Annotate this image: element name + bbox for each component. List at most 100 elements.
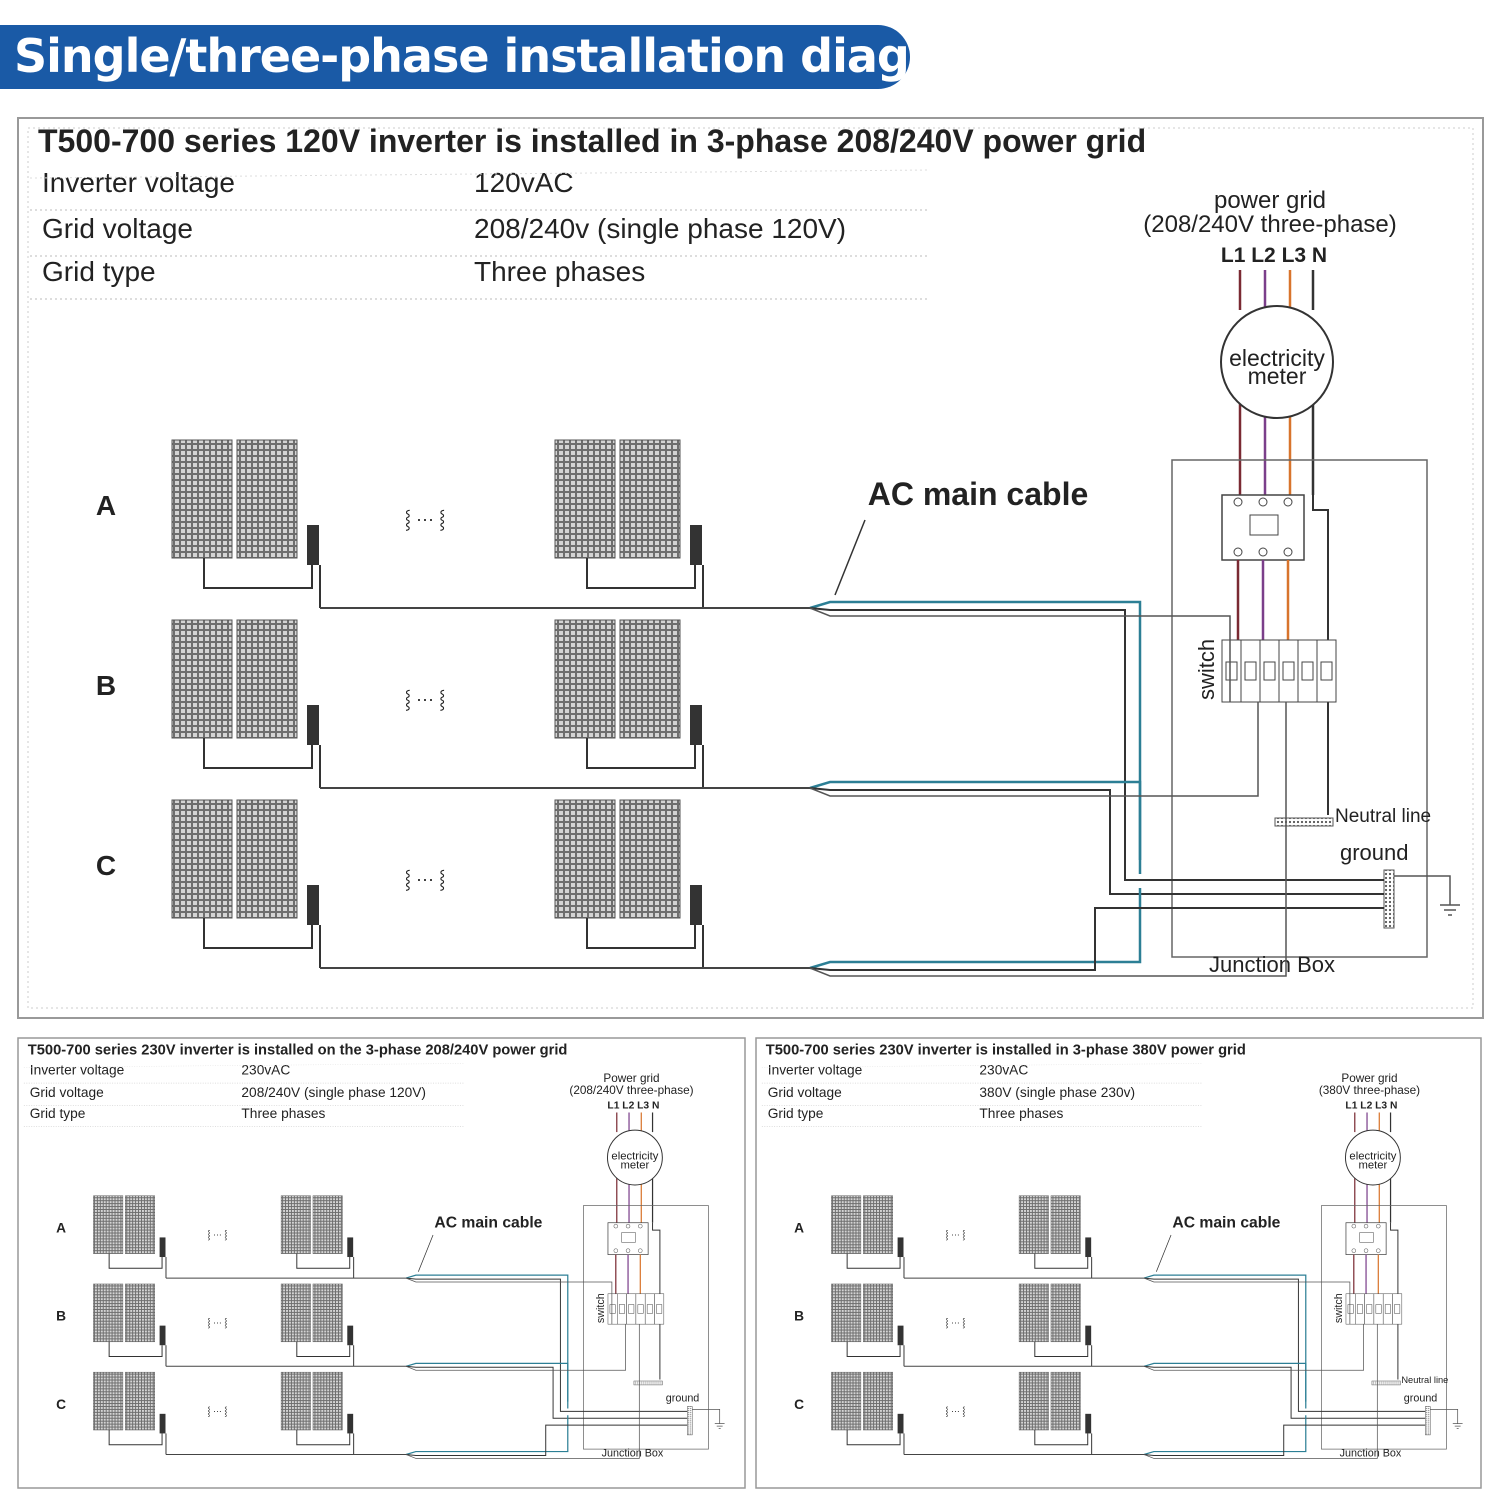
microinverter	[690, 525, 702, 565]
switch-toggle	[1301, 661, 1314, 681]
row-label: A	[96, 490, 116, 521]
panel-wire	[203, 918, 313, 949]
meter-label-2: meter	[1248, 363, 1307, 389]
microinverter	[690, 705, 702, 745]
ac-cable-line	[406, 1365, 688, 1419]
meter-label-1: electricity	[1229, 345, 1325, 371]
panel-wire	[846, 1341, 901, 1357]
pv-module	[125, 1371, 155, 1431]
ac-cable-pointer	[417, 1234, 434, 1272]
ac-cable-line	[1143, 1277, 1351, 1325]
panel-wire	[108, 1253, 163, 1269]
ac-cable-pointer	[834, 519, 866, 596]
row-label: B	[794, 1309, 804, 1324]
row-label: A	[794, 1221, 804, 1236]
microinverter	[347, 1413, 354, 1434]
pv-module	[93, 1283, 124, 1343]
pv-module	[619, 619, 681, 739]
junction-box	[1321, 1205, 1447, 1450]
switch-toggle	[1366, 1304, 1373, 1314]
microinverter	[1085, 1413, 1092, 1434]
pv-module	[554, 439, 616, 559]
spec-value: Three phases	[474, 256, 645, 287]
breaker-terminal	[1376, 1223, 1381, 1229]
breaker-terminal	[638, 1248, 643, 1253]
breaker-terminal	[613, 1223, 619, 1229]
switch-toggle	[1375, 1304, 1382, 1314]
ground-bar	[1425, 1406, 1431, 1436]
junction-box-label: Junction Box	[602, 1447, 664, 1459]
electricity-meter	[606, 1129, 663, 1186]
panel-2: T500-700 series 230V inverter is install…	[23, 1043, 725, 1459]
microinverter	[897, 1413, 904, 1434]
spec-value: 380V (single phase 230v)	[979, 1085, 1135, 1100]
panel-1: T500-700 series 120V inverter is install…	[29, 123, 1460, 977]
ground-bar	[1383, 869, 1395, 929]
pv-module	[1018, 1371, 1049, 1431]
panel-wire	[296, 1341, 351, 1357]
ac-cable-line	[809, 607, 1384, 881]
ellipsis: ⸾ ··· ⸾	[405, 689, 446, 711]
panel-inner-border	[27, 127, 1474, 1009]
microinverter	[690, 885, 702, 925]
row-label: A	[56, 1221, 66, 1236]
ac-cable-line	[809, 702, 1259, 797]
spec-label: Grid type	[42, 256, 156, 287]
junction-box-label: Junction Box	[1209, 952, 1335, 977]
ellipsis: ⸾ ··· ⸾	[207, 1406, 227, 1417]
ac-main-cable-label: AC main cable	[868, 476, 1089, 512]
phase-labels: L1 L2 L3 N	[607, 1101, 659, 1112]
ground-symbol	[1430, 1409, 1463, 1429]
ac-cable-line	[1143, 1362, 1307, 1409]
spec-label: Grid voltage	[30, 1085, 104, 1100]
panel-title: T500-700 series 230V inverter is install…	[28, 1043, 568, 1059]
breaker-terminal	[1363, 1223, 1369, 1229]
row-label: B	[96, 670, 116, 701]
ac-cable-line	[405, 1362, 569, 1409]
panel-wire	[1034, 1253, 1089, 1269]
breaker-terminal	[1351, 1248, 1357, 1253]
ac-cable-line	[809, 787, 1384, 895]
microinverter	[307, 885, 319, 925]
breaker-terminal	[1233, 547, 1243, 557]
row-label: C	[96, 850, 116, 881]
panel-content: T500-700 series 230V inverter is install…	[23, 1043, 725, 1459]
microinverter	[347, 1237, 354, 1258]
switch-toggle	[637, 1304, 644, 1314]
grid-label: Power grid	[603, 1072, 659, 1085]
microinverter	[159, 1325, 166, 1346]
spec-value: Three phases	[979, 1106, 1063, 1121]
switch-label: switch	[595, 1293, 607, 1323]
panel-content: T500-700 series 230V inverter is install…	[761, 1043, 1463, 1459]
grid-sub: (208/240V three-phase)	[569, 1084, 693, 1097]
panel-wire	[108, 1430, 163, 1446]
breaker-terminal	[1363, 1248, 1369, 1253]
switch-toggle	[1320, 661, 1333, 681]
ac-cable-line	[1144, 1365, 1426, 1419]
row-label: C	[794, 1397, 804, 1412]
spec-label: Inverter voltage	[30, 1062, 125, 1077]
pv-module	[863, 1371, 893, 1431]
panel-wire	[846, 1430, 901, 1446]
row-label: C	[56, 1397, 66, 1412]
pv-module	[171, 439, 233, 559]
panel-title: T500-700 series 120V inverter is install…	[38, 123, 1146, 159]
microinverter	[897, 1325, 904, 1346]
pv-module	[312, 1371, 343, 1431]
spec-label: Grid type	[30, 1106, 86, 1121]
pv-module	[280, 1195, 311, 1254]
microinverter	[307, 525, 319, 565]
ground-symbol	[1394, 875, 1460, 916]
ac-cable-pointer	[1155, 1234, 1172, 1272]
panel-title: T500-700 series 230V inverter is install…	[766, 1043, 1246, 1059]
spec-label: Grid voltage	[42, 213, 193, 244]
breaker-terminal	[1258, 497, 1268, 507]
ac-cable-line	[809, 600, 1142, 860]
pv-module	[1050, 1371, 1081, 1431]
switch-toggle	[1384, 1304, 1391, 1314]
ground-label: ground	[1404, 1393, 1438, 1405]
pv-module	[831, 1283, 862, 1343]
breaker-terminal	[625, 1223, 631, 1229]
switch-toggle	[618, 1304, 625, 1314]
